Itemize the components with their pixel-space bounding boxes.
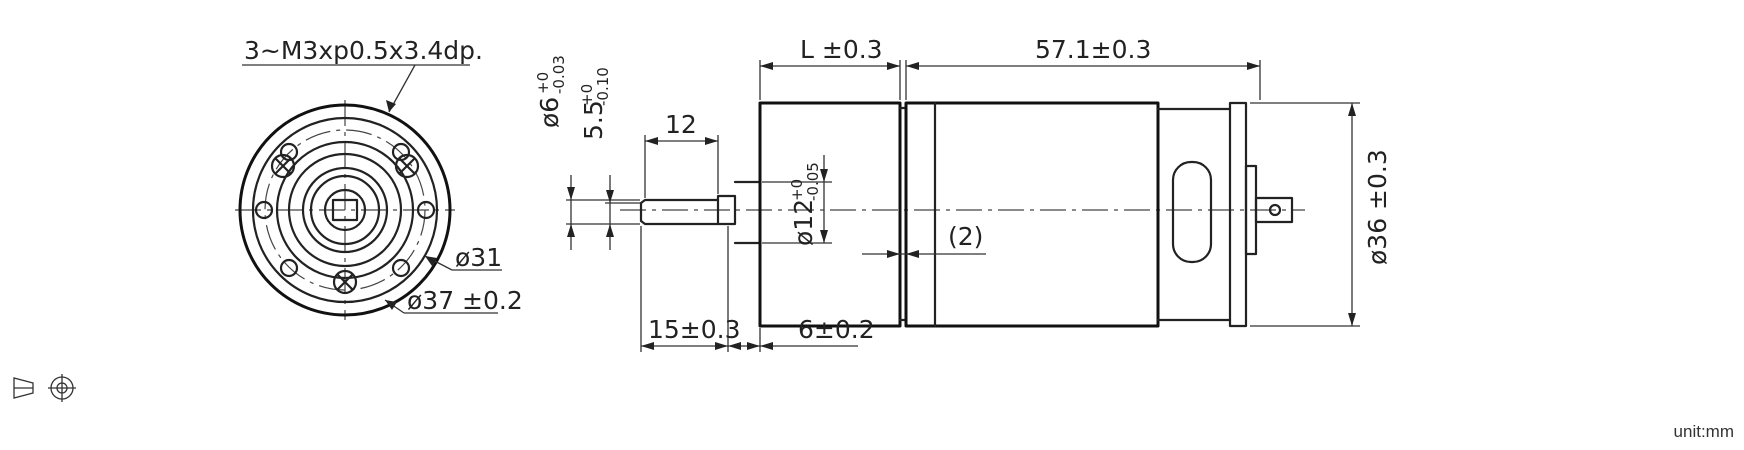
side-view: L ±0.3 57.1±0.3 ø36 ±0.3 ø6 +0 -0.03 <box>534 35 1392 352</box>
unit-label: unit:mm <box>1673 422 1734 441</box>
flat-width-main: 5.5 <box>579 100 608 140</box>
boss-tol-lower: -0.05 <box>804 162 822 201</box>
boss-length-label: 6±0.2 <box>798 315 875 344</box>
boss-diameter-main: ø12 <box>789 199 818 246</box>
screw-bottom <box>332 269 358 295</box>
shaft-diameter-main: ø6 <box>535 97 564 128</box>
gearbox-length-label: L ±0.3 <box>800 35 883 64</box>
shaft-length-label: 15±0.3 <box>648 315 741 344</box>
shaft-diameter-tol-upper: +0 <box>534 72 552 94</box>
flat-length-label: 12 <box>665 110 697 139</box>
flat-width-tol-lower: -0.10 <box>594 67 612 106</box>
pcd-label: ø31 <box>455 243 502 272</box>
flat-width-tol-upper: +0 <box>578 84 596 106</box>
gap-label: (2) <box>948 222 983 251</box>
screw-top-left <box>270 153 296 179</box>
front-view: 3~M3xp0.5x3.4dp. ø31 ø37 ±0.2 <box>235 36 523 320</box>
body-diameter-label: ø36 ±0.3 <box>1363 149 1392 265</box>
boss-tol-upper: +0 <box>788 179 806 201</box>
shaft-diameter-tol-lower: -0.03 <box>550 55 568 94</box>
od-label: ø37 ±0.2 <box>407 286 523 315</box>
motor-length-label: 57.1±0.3 <box>1035 35 1151 64</box>
thread-callout: 3~M3xp0.5x3.4dp. <box>244 36 483 65</box>
third-angle-projection-icon <box>13 374 76 402</box>
screw-top-right <box>394 153 420 179</box>
